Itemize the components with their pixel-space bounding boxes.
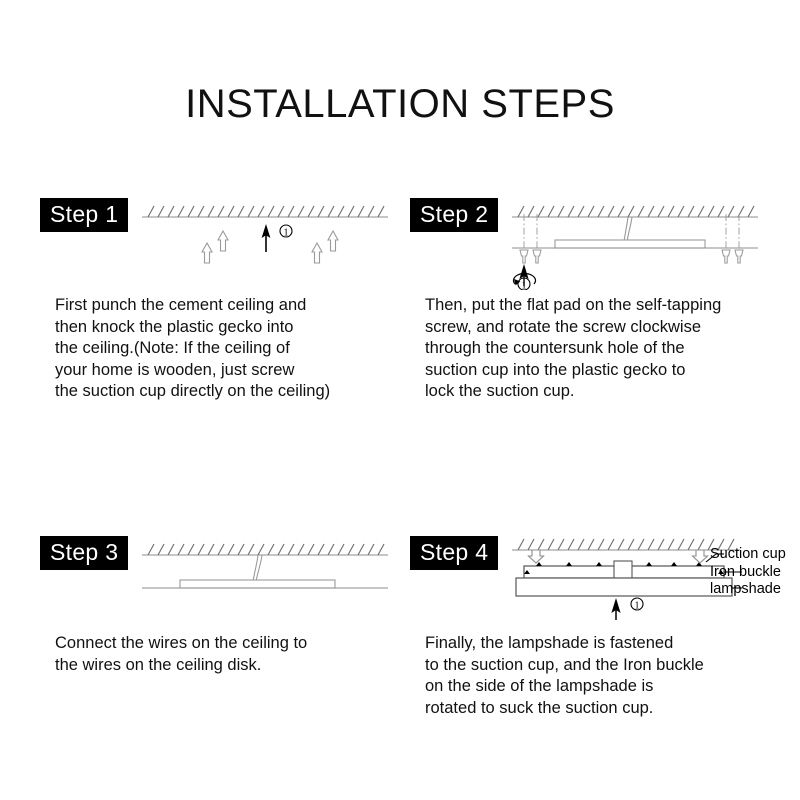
step-description-4: Finally, the lampshade is fastened to th…: [425, 634, 704, 717]
step-header-2: Step 2: [410, 190, 760, 290]
step-badge-1: Step 1: [40, 198, 129, 232]
diagram-step-3: [140, 528, 390, 616]
step-badge-4: Step 4: [410, 536, 499, 570]
svg-text:1: 1: [284, 228, 289, 239]
callout-iron-buckle: Iron buckle: [710, 563, 781, 580]
lampshade-assembly-diagram-svg: 1: [512, 538, 742, 620]
step-header-1: Step 1: [40, 190, 390, 264]
step-card-4: Step 4: [410, 528, 786, 717]
step-description-1: First punch the cement ceiling and then …: [55, 296, 331, 400]
step-header-3: Step 3: [40, 528, 390, 589]
step-card-2: Step 2: [410, 190, 760, 400]
svg-text:1: 1: [635, 600, 640, 611]
step-badge-3: Step 3: [40, 536, 129, 570]
marker-one-icon: 1: [630, 597, 644, 611]
step-card-1: Step 1: [40, 190, 390, 400]
page-title: INSTALLATION STEPS: [185, 82, 615, 126]
suction-cup-screw-diagram-svg: 1: [512, 205, 758, 290]
marker-one-icon: 1: [517, 277, 531, 290]
ceiling-disk-wire-diagram-svg: [142, 543, 388, 589]
step-badge-2: Step 2: [410, 198, 499, 232]
rotation-arrow-icon: [512, 272, 537, 286]
step-4-callouts: Suction cup Iron buckle lampshade: [710, 546, 786, 599]
svg-text:1: 1: [522, 280, 527, 290]
callout-lampshade: lampshade: [710, 581, 781, 597]
diagram-step-1: 1: [140, 190, 390, 278]
diagram-step-2: 1: [510, 190, 760, 290]
marker-one-icon: 1: [279, 224, 293, 239]
direction-arrow-icon: [519, 264, 529, 286]
step-description-3: Connect the wires on the ceiling to the …: [55, 634, 308, 674]
callout-suction-cup: Suction cup: [710, 546, 786, 562]
step-card-3: Step 3: [40, 528, 390, 674]
step-description-2: Then, put the flat pad on the self-tappi…: [425, 296, 722, 400]
step-header-4: Step 4: [410, 528, 786, 620]
direction-arrow-icon: [261, 224, 271, 252]
direction-arrow-icon: [611, 598, 621, 620]
ceiling-gecko-diagram-svg: 1: [142, 205, 388, 264]
diagram-step-4: 1: [510, 528, 760, 620]
